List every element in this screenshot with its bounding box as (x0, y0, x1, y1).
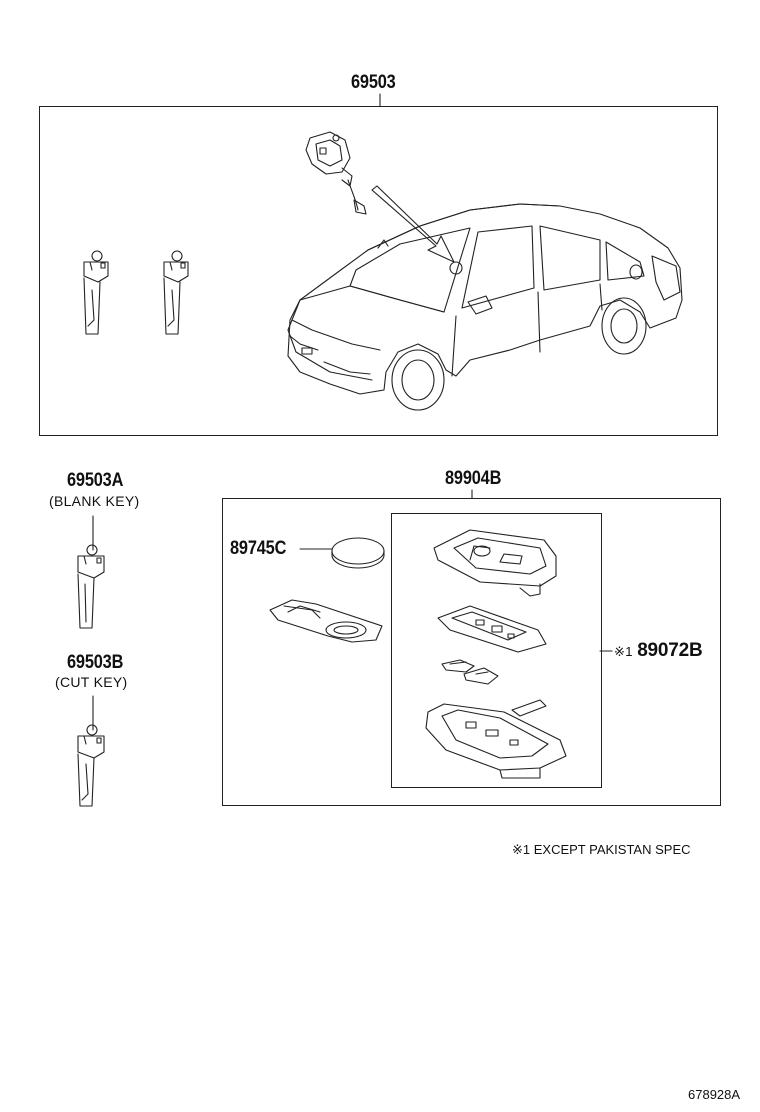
battery-part-number: 89745C (230, 538, 287, 559)
main-assembly-frame (39, 106, 718, 436)
circuit-board-icon (438, 606, 546, 652)
blank-key-part-number: 69503A (67, 470, 124, 491)
cut-key-description: (CUT KEY) (55, 674, 128, 690)
battery-icon (332, 538, 384, 568)
transmitter-housing-label: ※1 89072B (614, 640, 703, 662)
key-cylinder-icon (306, 132, 366, 214)
transmitter-case-top-icon (434, 530, 556, 596)
button-pad-icon (442, 660, 498, 684)
car-illustration (288, 204, 682, 410)
cut-key-icon (78, 725, 104, 806)
key-icon (84, 251, 108, 334)
footnote: ※1 EXCEPT PAKISTAN SPEC (512, 842, 691, 857)
location-arrow (372, 186, 454, 262)
blank-key-icon (78, 545, 104, 628)
main-assembly-part-number: 69503 (351, 72, 396, 93)
battery-holder-icon (270, 600, 382, 642)
transmitter-assembly-part-number: 89904B (445, 468, 502, 489)
key-icon (164, 251, 188, 334)
transmitter-case-bottom-icon (426, 704, 566, 778)
transmitter-housing-part-number: 89072B (637, 640, 703, 661)
illustration-id: 678928A (688, 1087, 741, 1102)
housing-note-mark: ※1 (614, 644, 633, 659)
cut-key-part-number: 69503B (67, 652, 124, 673)
blank-key-description: (BLANK KEY) (49, 493, 140, 509)
key-insert-icon (512, 700, 546, 716)
transmitter-assembly-frame (222, 498, 721, 806)
